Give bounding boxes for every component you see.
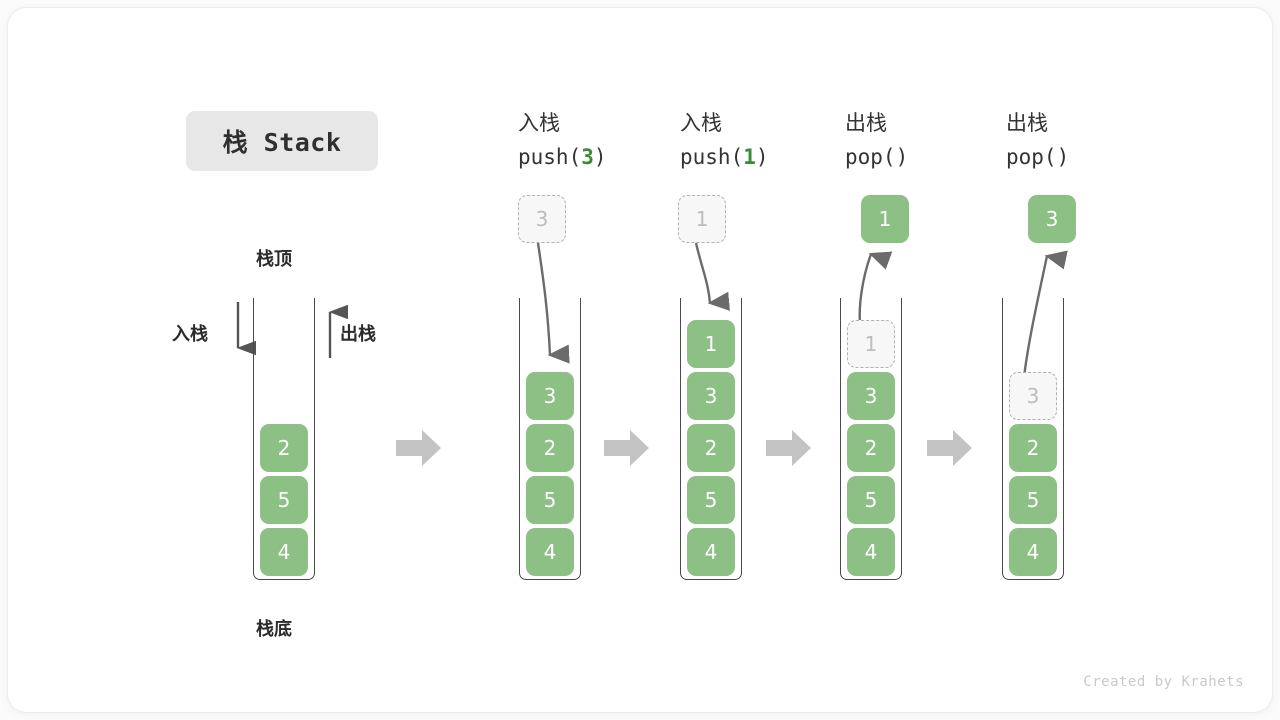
- flow-arrow-3: [766, 430, 811, 466]
- stack-cell-value: 5: [1026, 488, 1040, 512]
- stack-cell-value: 2: [864, 436, 878, 460]
- push-direction-arrow: [236, 302, 256, 356]
- stack-cell-value: 4: [704, 540, 718, 564]
- stack-top-label: 栈顶: [256, 249, 292, 270]
- stack-container-push-3: [519, 298, 581, 580]
- stack-cell-value: 1: [704, 332, 718, 356]
- push-curve-arrow-3: [536, 242, 570, 364]
- stack-cell-value: 5: [543, 488, 557, 512]
- floating-cell-push-3: 3: [518, 195, 566, 243]
- stack-cell: 4: [260, 528, 308, 576]
- stack-cell-value: 5: [704, 488, 718, 512]
- stack-cell: 4: [687, 528, 735, 576]
- stack-cell: 3: [687, 372, 735, 420]
- stack-cell: 5: [847, 476, 895, 524]
- column-header-push-1: 入栈 push(1): [680, 111, 769, 169]
- floating-cell-pop-2: 3: [1028, 195, 1076, 243]
- stack-cell-value: 4: [864, 540, 878, 564]
- push-direction-label: 入栈: [172, 324, 208, 345]
- stack-cell-value: 4: [543, 540, 557, 564]
- floating-cell-push-1: 1: [678, 195, 726, 243]
- stack-cell-value: 3: [704, 384, 718, 408]
- stack-cell: 1: [687, 320, 735, 368]
- stack-cell-value: 2: [543, 436, 557, 460]
- stack-cell: 5: [1009, 476, 1057, 524]
- stack-cell-value: 5: [277, 488, 291, 512]
- stack-cell: 3: [526, 372, 574, 420]
- floating-cell-pop-1: 1: [861, 195, 909, 243]
- stack-cell: 5: [526, 476, 574, 524]
- stack-cell: 2: [847, 424, 895, 472]
- stack-cell: 4: [1009, 528, 1057, 576]
- stack-cell: 4: [847, 528, 895, 576]
- stack-container-push-1: [680, 298, 742, 580]
- stack-cell: 3: [1009, 372, 1057, 420]
- flow-arrow-2: [604, 430, 649, 466]
- credit-text: Created by Krahets: [1083, 674, 1244, 690]
- stack-cell: 1: [847, 320, 895, 368]
- pop-direction-label: 出栈: [340, 324, 376, 345]
- stack-container-initial: [253, 298, 315, 580]
- stack-cell: 5: [260, 476, 308, 524]
- stack-cell-value: 5: [864, 488, 878, 512]
- pop-direction-arrow: [328, 304, 348, 358]
- stack-cell-value: 2: [277, 436, 291, 460]
- stack-cell-value: 1: [864, 332, 878, 356]
- flow-arrow-1: [396, 430, 441, 466]
- push-curve-arrow-1: [694, 242, 730, 311]
- stack-cell: 4: [526, 528, 574, 576]
- stack-cell: 2: [1009, 424, 1057, 472]
- column-header-push-3: 入栈 push(3): [518, 111, 607, 169]
- stack-container-pop-1: [840, 298, 902, 580]
- stack-cell: 3: [847, 372, 895, 420]
- column-header-pop-1: 出栈 pop(): [845, 111, 909, 169]
- stack-cell-value: 3: [1026, 384, 1040, 408]
- stack-container-pop-2: [1002, 298, 1064, 580]
- stack-cell: 2: [526, 424, 574, 472]
- stack-cell-value: 3: [864, 384, 878, 408]
- stack-bottom-label: 栈底: [256, 619, 292, 640]
- stack-cell-value: 2: [704, 436, 718, 460]
- stack-cell-value: 4: [1026, 540, 1040, 564]
- stack-cell-value: 4: [277, 540, 291, 564]
- page-title: 栈 Stack: [222, 128, 342, 157]
- stack-cell-value: 3: [543, 384, 557, 408]
- flow-arrow-4: [927, 430, 972, 466]
- stack-cell: 5: [687, 476, 735, 524]
- diagram-title-pill: 栈 Stack: [186, 111, 378, 171]
- column-header-pop-2: 出栈 pop(): [1006, 111, 1070, 169]
- stack-cell: 2: [260, 424, 308, 472]
- stack-cell: 2: [687, 424, 735, 472]
- stack-cell-value: 2: [1026, 436, 1040, 460]
